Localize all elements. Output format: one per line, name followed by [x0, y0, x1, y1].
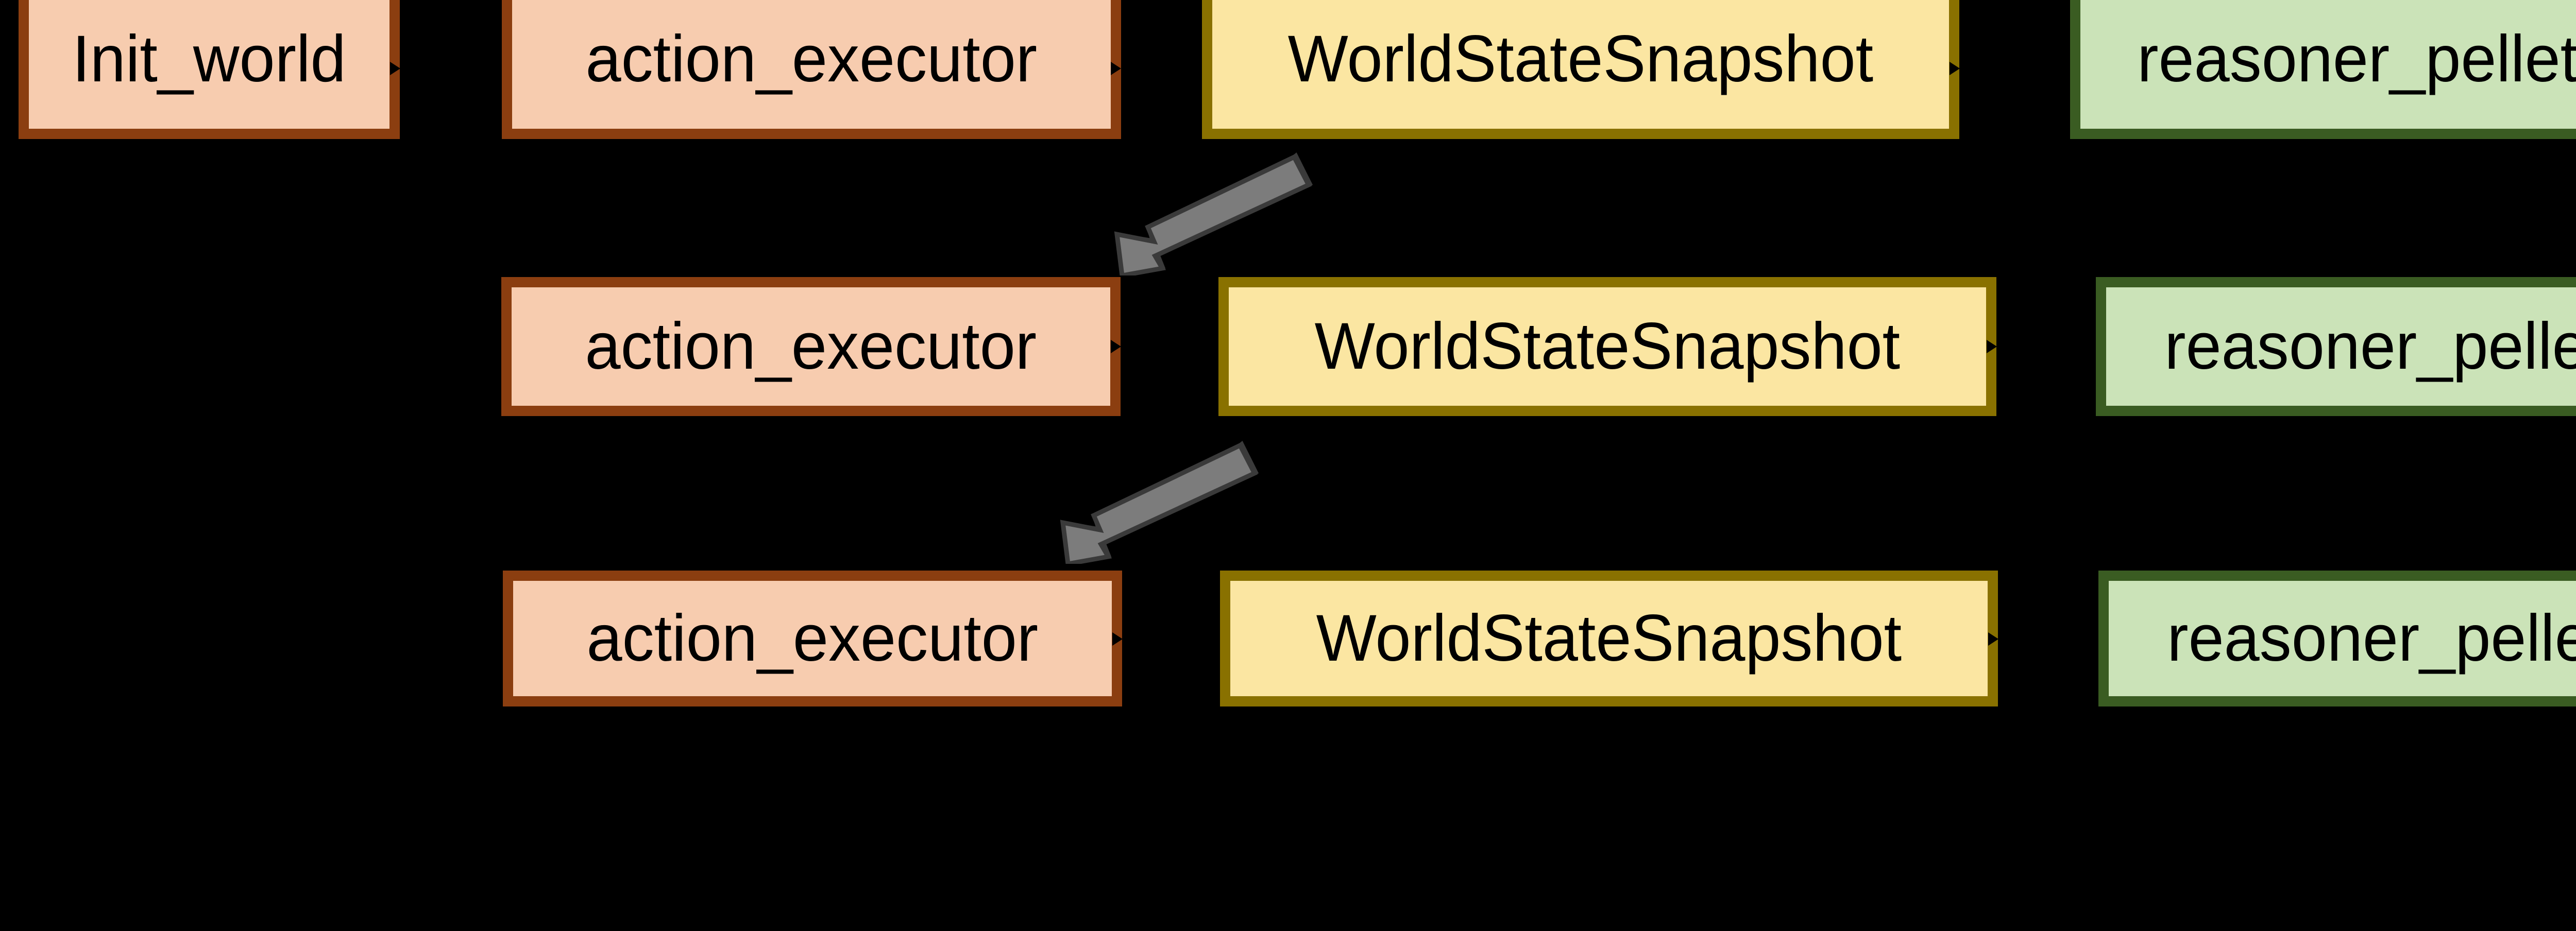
block-arrow-shape: [1114, 152, 1313, 279]
node-reasoner-pellet-row1[interactable]: reasoner_pellet: [2070, 0, 2576, 139]
node-worldstatesnapshot-row1[interactable]: WorldStateSnapshot: [1202, 0, 1959, 139]
connector-arrow-icon: [1111, 340, 1121, 353]
node-label: WorldStateSnapshot: [1314, 309, 1901, 383]
node-label: WorldStateSnapshot: [1316, 601, 1902, 675]
node-label: reasoner_pellet: [2164, 309, 2576, 383]
connector-arrow-icon: [1988, 632, 1998, 646]
node-worldstatesnapshot-row2[interactable]: WorldStateSnapshot: [1218, 277, 1996, 416]
node-worldstatesnapshot-row3[interactable]: WorldStateSnapshot: [1220, 571, 1998, 706]
node-action-executor-row1[interactable]: action_executor: [502, 0, 1121, 139]
node-label: action_executor: [585, 309, 1037, 383]
connector-arrow-icon: [1950, 62, 1960, 75]
node-label: Init_world: [72, 22, 346, 96]
block-arrow-shape: [1060, 441, 1259, 567]
snapshot-to-action-executor-arrow-2: [1007, 435, 1316, 567]
node-label: reasoner_pellet: [2137, 22, 2576, 96]
node-action-executor-row3[interactable]: action_executor: [503, 571, 1122, 706]
node-label: reasoner_pellet: [2167, 601, 2576, 675]
node-label: action_executor: [586, 601, 1039, 675]
node-label: action_executor: [585, 22, 1038, 96]
connector-arrow-icon: [390, 62, 400, 75]
node-init-world-row1[interactable]: Init_world: [19, 0, 400, 139]
connector-arrow-icon: [1987, 340, 1997, 353]
node-reasoner-pellet-row2[interactable]: reasoner_pellet: [2096, 277, 2576, 416]
snapshot-to-action-executor-arrow: [1061, 147, 1370, 279]
connector-arrow-icon: [1112, 632, 1123, 646]
connector-arrow-icon: [1111, 62, 1121, 75]
node-reasoner-pellet-row3[interactable]: reasoner_pellet: [2098, 571, 2576, 706]
node-label: WorldStateSnapshot: [1287, 22, 1874, 96]
node-action-executor-row2[interactable]: action_executor: [501, 277, 1121, 416]
